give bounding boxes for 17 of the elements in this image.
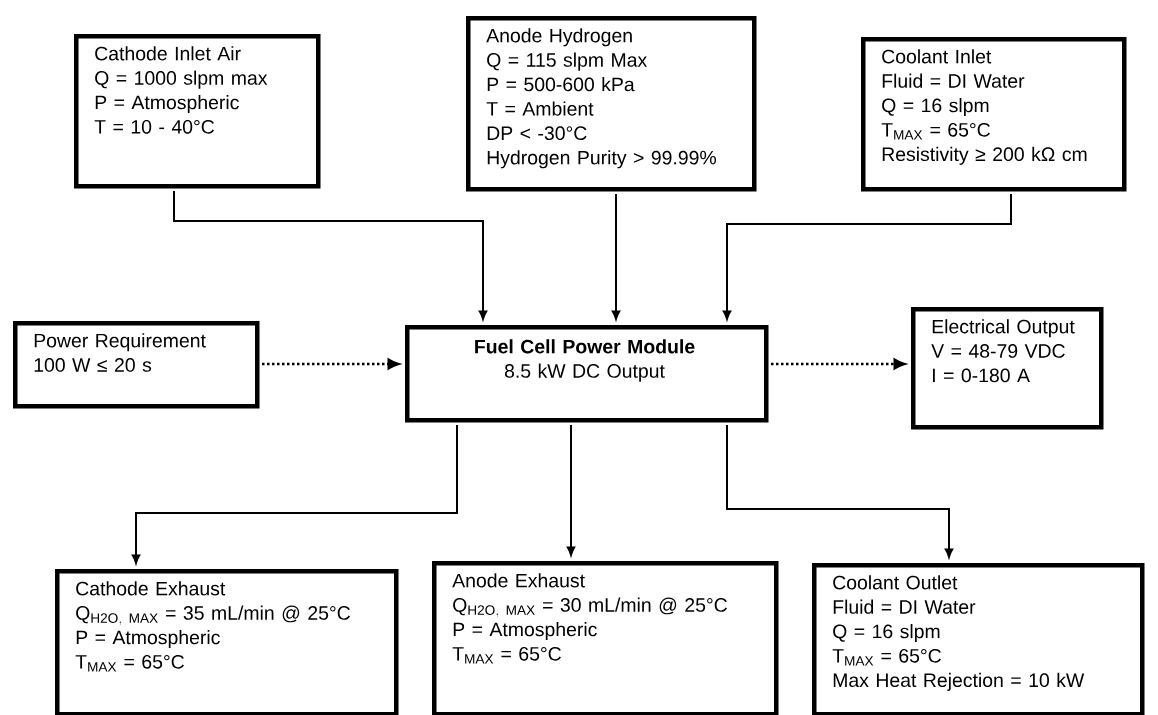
arrow [726, 424, 954, 558]
parameter-box: Anode Hydrogen Q = 115 slpm Max P = 500-600 kPa T = Ambient DP < -30°C Hydrogen Purity > 99.99% [466, 16, 757, 192]
arrow [173, 190, 488, 320]
arrow [771, 358, 906, 370]
parameter-box: Cathode Exhaust $\mathrm{Q}_{\mathrm{H2O,\ MAX}}\mbox{ = 35 mL/min @ 25°C}$ P = Atmospheric T$_{MAX}$ = 65°C [55, 569, 399, 715]
arrow [131, 424, 458, 564]
module-box: Fuel Cell Power Module 8.5 kW DC Output [405, 325, 769, 423]
arrow [262, 358, 400, 370]
parameter-box: Cathode Inlet Air Q = 1000 slpm max P = Atmospheric T = 10 - 40°C [74, 34, 321, 189]
parameter-box: Anode Exhaust $\mathrm{Q}_{\mathrm{H2O,\ MAX}}\mbox{ = 30 mL/min @ 25°C}$ P = Atmospheric T$_{MAX}$ = 65°C [432, 561, 779, 715]
arrow [566, 424, 576, 556]
arrow [722, 193, 1012, 320]
parameter-box: Power Requirement 100 W ≤ 20 s [13, 321, 260, 409]
arrow [611, 193, 621, 320]
parameter-box: Coolant Outlet Fluid = DI Water Q = 16 slpm T$_{MAX}$ = 65°C Max Heat Rejection = 10 kW [812, 563, 1145, 715]
parameter-box: Electrical Output V = 48-79 VDC I = 0-180 A [911, 307, 1104, 430]
parameter-box: Coolant Inlet Fluid = DI Water Q = 16 slpm T$_{MAX}$ = 65°C Resistivity ≥ 200 kΩ cm [861, 37, 1127, 192]
